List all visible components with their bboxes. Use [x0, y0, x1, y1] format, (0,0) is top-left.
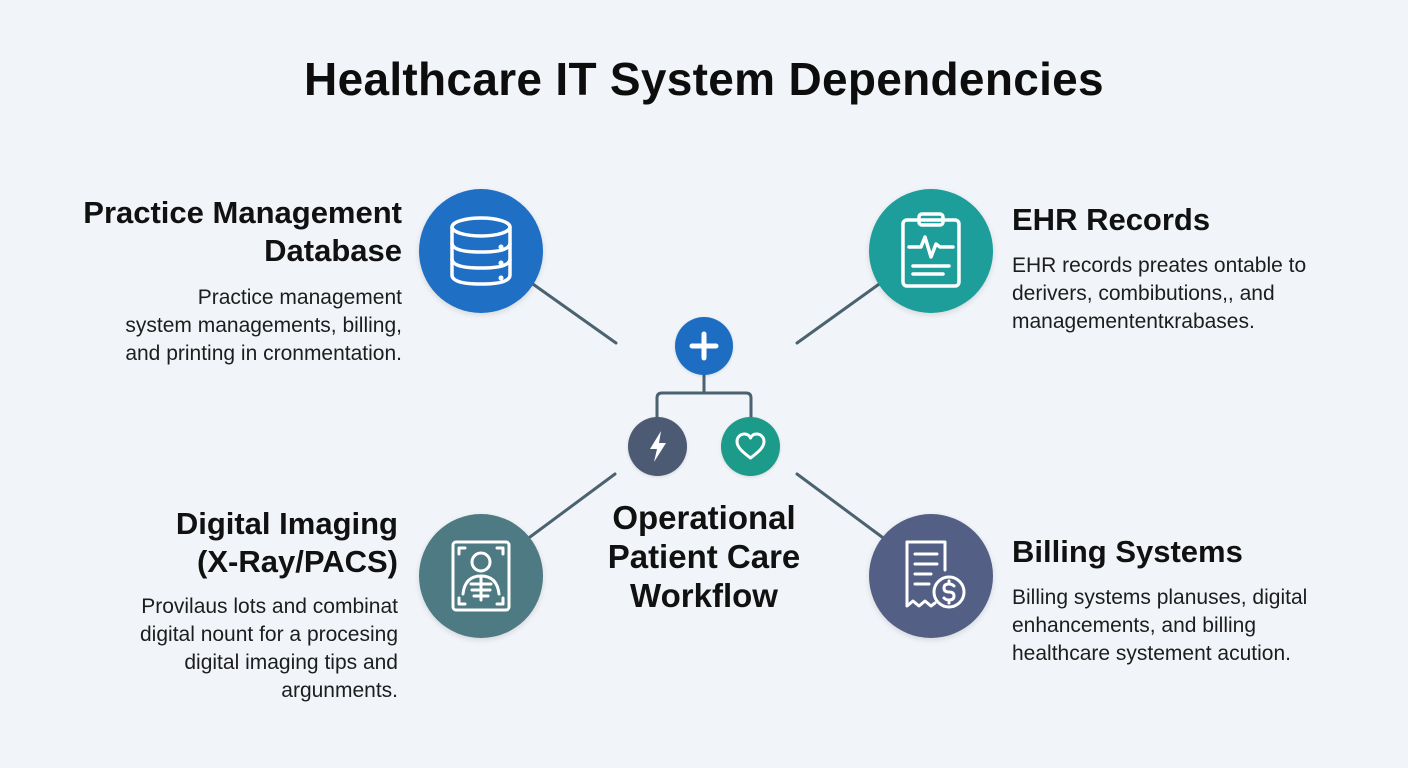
billing-systems-title: Billing Systems	[1012, 533, 1372, 571]
hub-plus-node	[675, 317, 733, 375]
xray-scan-icon	[451, 540, 511, 612]
imaging-desc-line: digital nount for a procesing	[140, 623, 398, 646]
hub-tree-connector	[655, 370, 753, 420]
practice-management-node	[419, 189, 543, 313]
practice-desc-line: system managements, billing,	[125, 314, 402, 337]
center-label-line: Operational	[612, 499, 796, 536]
practice-title-line: Practice Management	[83, 195, 402, 230]
connector-practice	[528, 280, 618, 345]
imaging-title-line: Digital Imaging	[175, 506, 398, 541]
billing-desc-line: healthcare systement acution.	[1012, 642, 1291, 665]
hub-heart-node	[721, 417, 780, 476]
plus-icon	[689, 331, 719, 361]
ehr-desc-line: managemententĸrabases.	[1012, 310, 1255, 333]
center-label-line: Workflow	[630, 577, 778, 614]
lightning-bolt-icon	[650, 431, 666, 462]
center-label: Operational Patient Care Workflow	[584, 498, 824, 615]
ehr-records-node	[869, 189, 993, 313]
billing-title-line: Billing Systems	[1012, 534, 1243, 569]
imaging-title-line: (X-Ray/PACS)	[197, 544, 398, 579]
practice-management-description: Practice management system managements, …	[40, 284, 402, 368]
ehr-title-line: EHR Records	[1012, 202, 1211, 237]
clipboard-pulse-icon	[901, 212, 961, 288]
connector-billing	[795, 472, 884, 539]
practice-management-title: Practice Management Database	[40, 194, 402, 270]
billing-desc-line: enhancements, and billing	[1012, 614, 1257, 637]
ehr-records-description: EHR records preates ontable to derivers,…	[1012, 252, 1382, 336]
practice-desc-line: and printing in cronmentation.	[125, 342, 402, 365]
digital-imaging-description: Provilaus lots and combinat digital noun…	[40, 593, 398, 705]
practice-desc-line: Practice management	[197, 286, 402, 309]
digital-imaging-title: Digital Imaging (X-Ray/PACS)	[40, 505, 398, 581]
connector-imaging	[528, 472, 617, 539]
connector-ehr	[795, 280, 884, 345]
hub-bolt-node	[628, 417, 687, 476]
center-label-line: Patient Care	[607, 538, 801, 575]
page-title: Healthcare IT System Dependencies	[304, 53, 1104, 105]
invoice-dollar-icon	[905, 540, 966, 609]
billing-systems-description: Billing systems planuses, digital enhanc…	[1012, 584, 1392, 668]
imaging-desc-line: Provilaus lots and combinat	[141, 595, 398, 618]
imaging-desc-line: argunments.	[281, 679, 398, 702]
billing-desc-line: Billing systems planuses, digital	[1012, 586, 1308, 609]
imaging-desc-line: digital imaging tips and	[184, 651, 398, 674]
ehr-desc-line: EHR records preates ontable to	[1012, 254, 1307, 277]
ehr-records-title: EHR Records	[1012, 201, 1372, 239]
heart-icon	[735, 432, 766, 460]
digital-imaging-node	[419, 514, 543, 638]
database-icon	[450, 216, 512, 286]
ehr-desc-line: derivers, combibutions,, and	[1012, 282, 1275, 305]
billing-systems-node	[869, 514, 993, 638]
practice-title-line: Database	[264, 233, 402, 268]
